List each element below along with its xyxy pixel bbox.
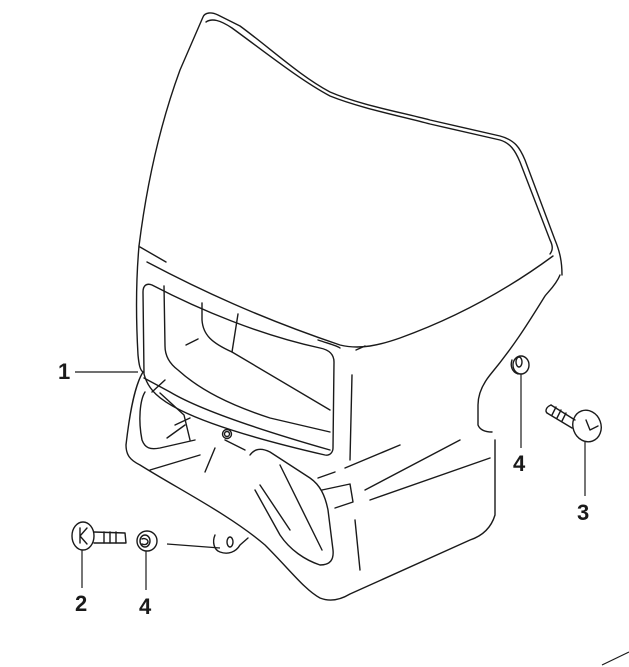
callout-4-left: 4 bbox=[139, 594, 152, 619]
grommet-left bbox=[136, 530, 158, 552]
headlight-cover bbox=[125, 12, 563, 601]
bolt-right bbox=[545, 404, 602, 443]
callout-1: 1 bbox=[58, 359, 71, 384]
callout-3: 3 bbox=[577, 500, 590, 525]
leader-4b-tab bbox=[166, 543, 221, 549]
bolt-left bbox=[71, 521, 127, 551]
edge-line bbox=[601, 651, 629, 666]
grommet-right bbox=[510, 355, 530, 375]
callout-4-right: 4 bbox=[513, 451, 526, 476]
callout-2: 2 bbox=[75, 591, 88, 616]
